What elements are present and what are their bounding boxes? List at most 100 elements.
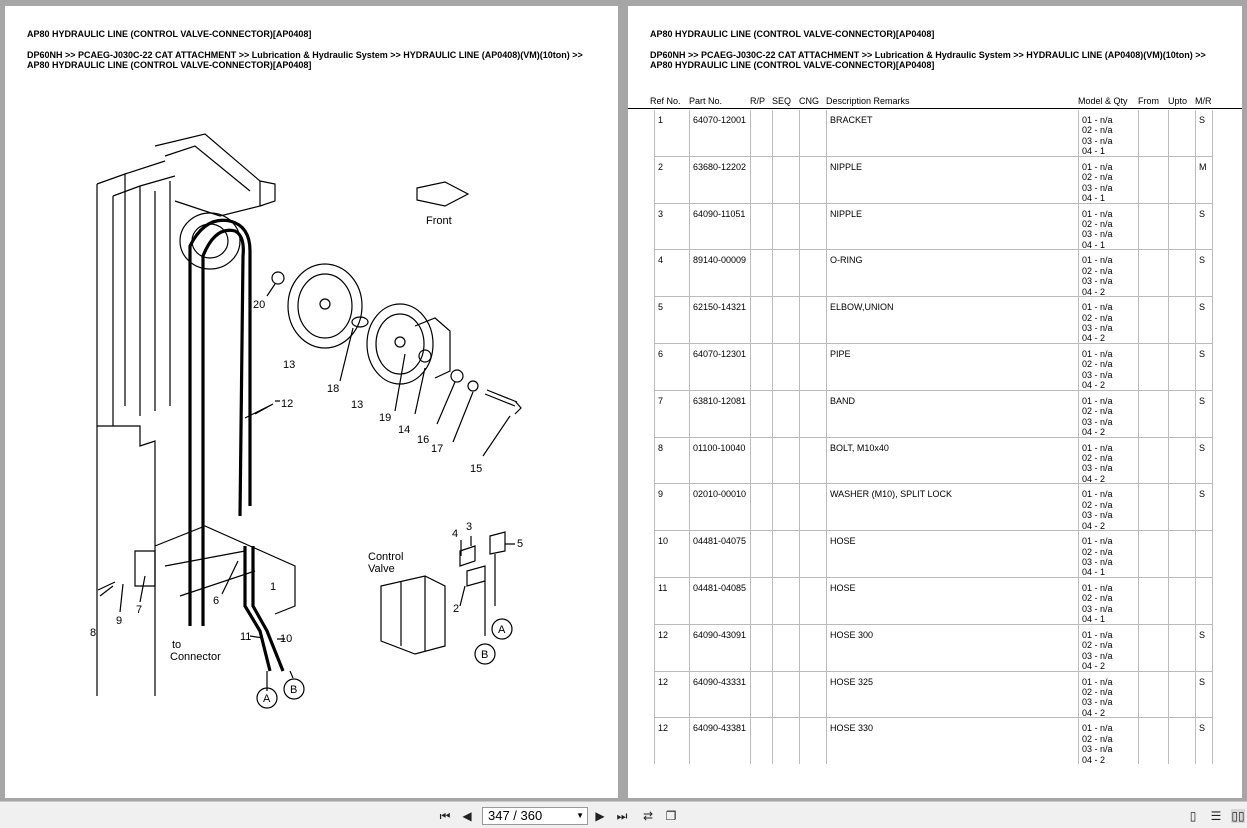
cell-mr: S [1199, 442, 1206, 453]
cell-desc: HOSE [827, 531, 1079, 577]
cell-from [1139, 297, 1169, 343]
callout-1: 1 [270, 581, 276, 593]
qty-line: 03 - n/a [1082, 416, 1113, 427]
cell-from [1139, 156, 1169, 203]
cell-mr [1196, 531, 1212, 577]
qty-line: 04 - 2 [1082, 473, 1106, 484]
qty-line: 02 - n/a [1082, 499, 1113, 510]
cell-ref: 9 [655, 484, 690, 531]
page-number-input[interactable]: 347 / 360 ▼ [482, 807, 588, 825]
cell-upto [1169, 531, 1196, 577]
callout-7: 7 [136, 604, 142, 616]
cell-from [1139, 250, 1169, 297]
callout-13b: 13 [351, 399, 363, 411]
viewer-toolbar: ⏮ ◀ 347 / 360 ▼ ▶ ⏭ ⇄ ❐ ▯ ☰ ▯▯ [0, 801, 1247, 828]
cell-cng [800, 250, 827, 297]
qty-line: 01 - n/a [1082, 442, 1113, 453]
single-page-icon[interactable]: ▯ [1189, 809, 1197, 823]
cell-mr: S [1199, 302, 1206, 313]
qty-line: 04 - 2 [1082, 380, 1106, 391]
cell-desc: HOSE 300 [827, 624, 1079, 671]
cell-mr [1196, 578, 1212, 624]
cell-ref: 1 [655, 110, 690, 156]
qty-line: 04 - 2 [1082, 333, 1106, 344]
qty-line: 01 - n/a [1082, 723, 1113, 734]
qty-line: 02 - n/a [1082, 406, 1113, 417]
cell-seq [773, 531, 800, 577]
cell-ref: 3 [655, 203, 690, 250]
cell-desc: PIPE [827, 343, 1079, 390]
cell-upto [1169, 297, 1196, 343]
callout-15: 15 [470, 463, 482, 475]
compare-icon[interactable]: ❐ [665, 809, 677, 823]
chevron-down-icon[interactable]: ▼ [576, 811, 584, 820]
cell-part: 62150-14321 [690, 297, 751, 343]
cell-seq [773, 577, 800, 624]
qty-line: 04 - 2 [1082, 707, 1106, 718]
qty-line: 02 - n/a [1082, 593, 1113, 604]
last-page-icon[interactable]: ⏭ [616, 808, 628, 823]
qty-line: 04 - 2 [1082, 754, 1106, 764]
cell-part: 63810-12081 [690, 390, 751, 437]
left-page: AP80 HYDRAULIC LINE (CONTROL VALVE-CONNE… [5, 6, 618, 798]
cell-cng [800, 718, 827, 764]
rotate-icon[interactable]: ⇄ [642, 809, 654, 823]
cell-ref: 7 [655, 390, 690, 437]
callout-11: 11 [240, 631, 251, 643]
breadcrumb: DP60NH >> PCAEG-J030C-22 CAT ATTACHMENT … [27, 50, 583, 60]
first-page-icon[interactable]: ⏮ [439, 808, 451, 823]
qty-line: 02 - n/a [1082, 219, 1113, 229]
qty-line: 01 - n/a [1082, 208, 1113, 219]
qty-line: 01 - n/a [1082, 395, 1113, 406]
cell-part: 63680-12202 [690, 156, 751, 203]
cell-mr: S [1199, 723, 1206, 734]
cell-rp [751, 531, 773, 577]
callout-5: 5 [517, 538, 523, 550]
breadcrumb-line2: AP80 HYDRAULIC LINE (CONTROL VALVE-CONNE… [27, 60, 312, 70]
col-mr: M/R [1195, 96, 1212, 106]
next-page-icon[interactable]: ▶ [595, 809, 605, 823]
qty-line: 01 - n/a [1082, 582, 1113, 593]
cell-seq [773, 718, 800, 764]
cell-desc: ELBOW,UNION [827, 297, 1079, 343]
cell-ref: 10 [655, 531, 690, 577]
qty-line: 01 - n/a [1082, 489, 1113, 500]
qty-line: 01 - n/a [1082, 348, 1113, 359]
cell-part: 02010-00010 [690, 484, 751, 531]
qty-line: 02 - n/a [1082, 686, 1113, 697]
callout-13a: 13 [283, 359, 295, 371]
two-page-icon[interactable]: ▯▯ [1231, 809, 1245, 823]
cell-rp [751, 624, 773, 671]
col-upto: Upto [1168, 96, 1188, 106]
prev-page-icon[interactable]: ◀ [462, 809, 472, 823]
continuous-icon[interactable]: ☰ [1210, 809, 1222, 823]
cell-upto [1169, 390, 1196, 437]
cell-rp [751, 156, 773, 203]
qty-line: 03 - n/a [1082, 323, 1113, 333]
qty-line: 02 - n/a [1082, 640, 1113, 651]
cell-mr: S [1199, 489, 1206, 500]
right-page: AP80 HYDRAULIC LINE (CONTROL VALVE-CONNE… [628, 6, 1242, 798]
callout-8: 8 [90, 627, 96, 639]
cell-cng [800, 343, 827, 390]
qty-line: 04 - 1 [1082, 239, 1106, 250]
col-seq: SEQ [772, 96, 792, 106]
